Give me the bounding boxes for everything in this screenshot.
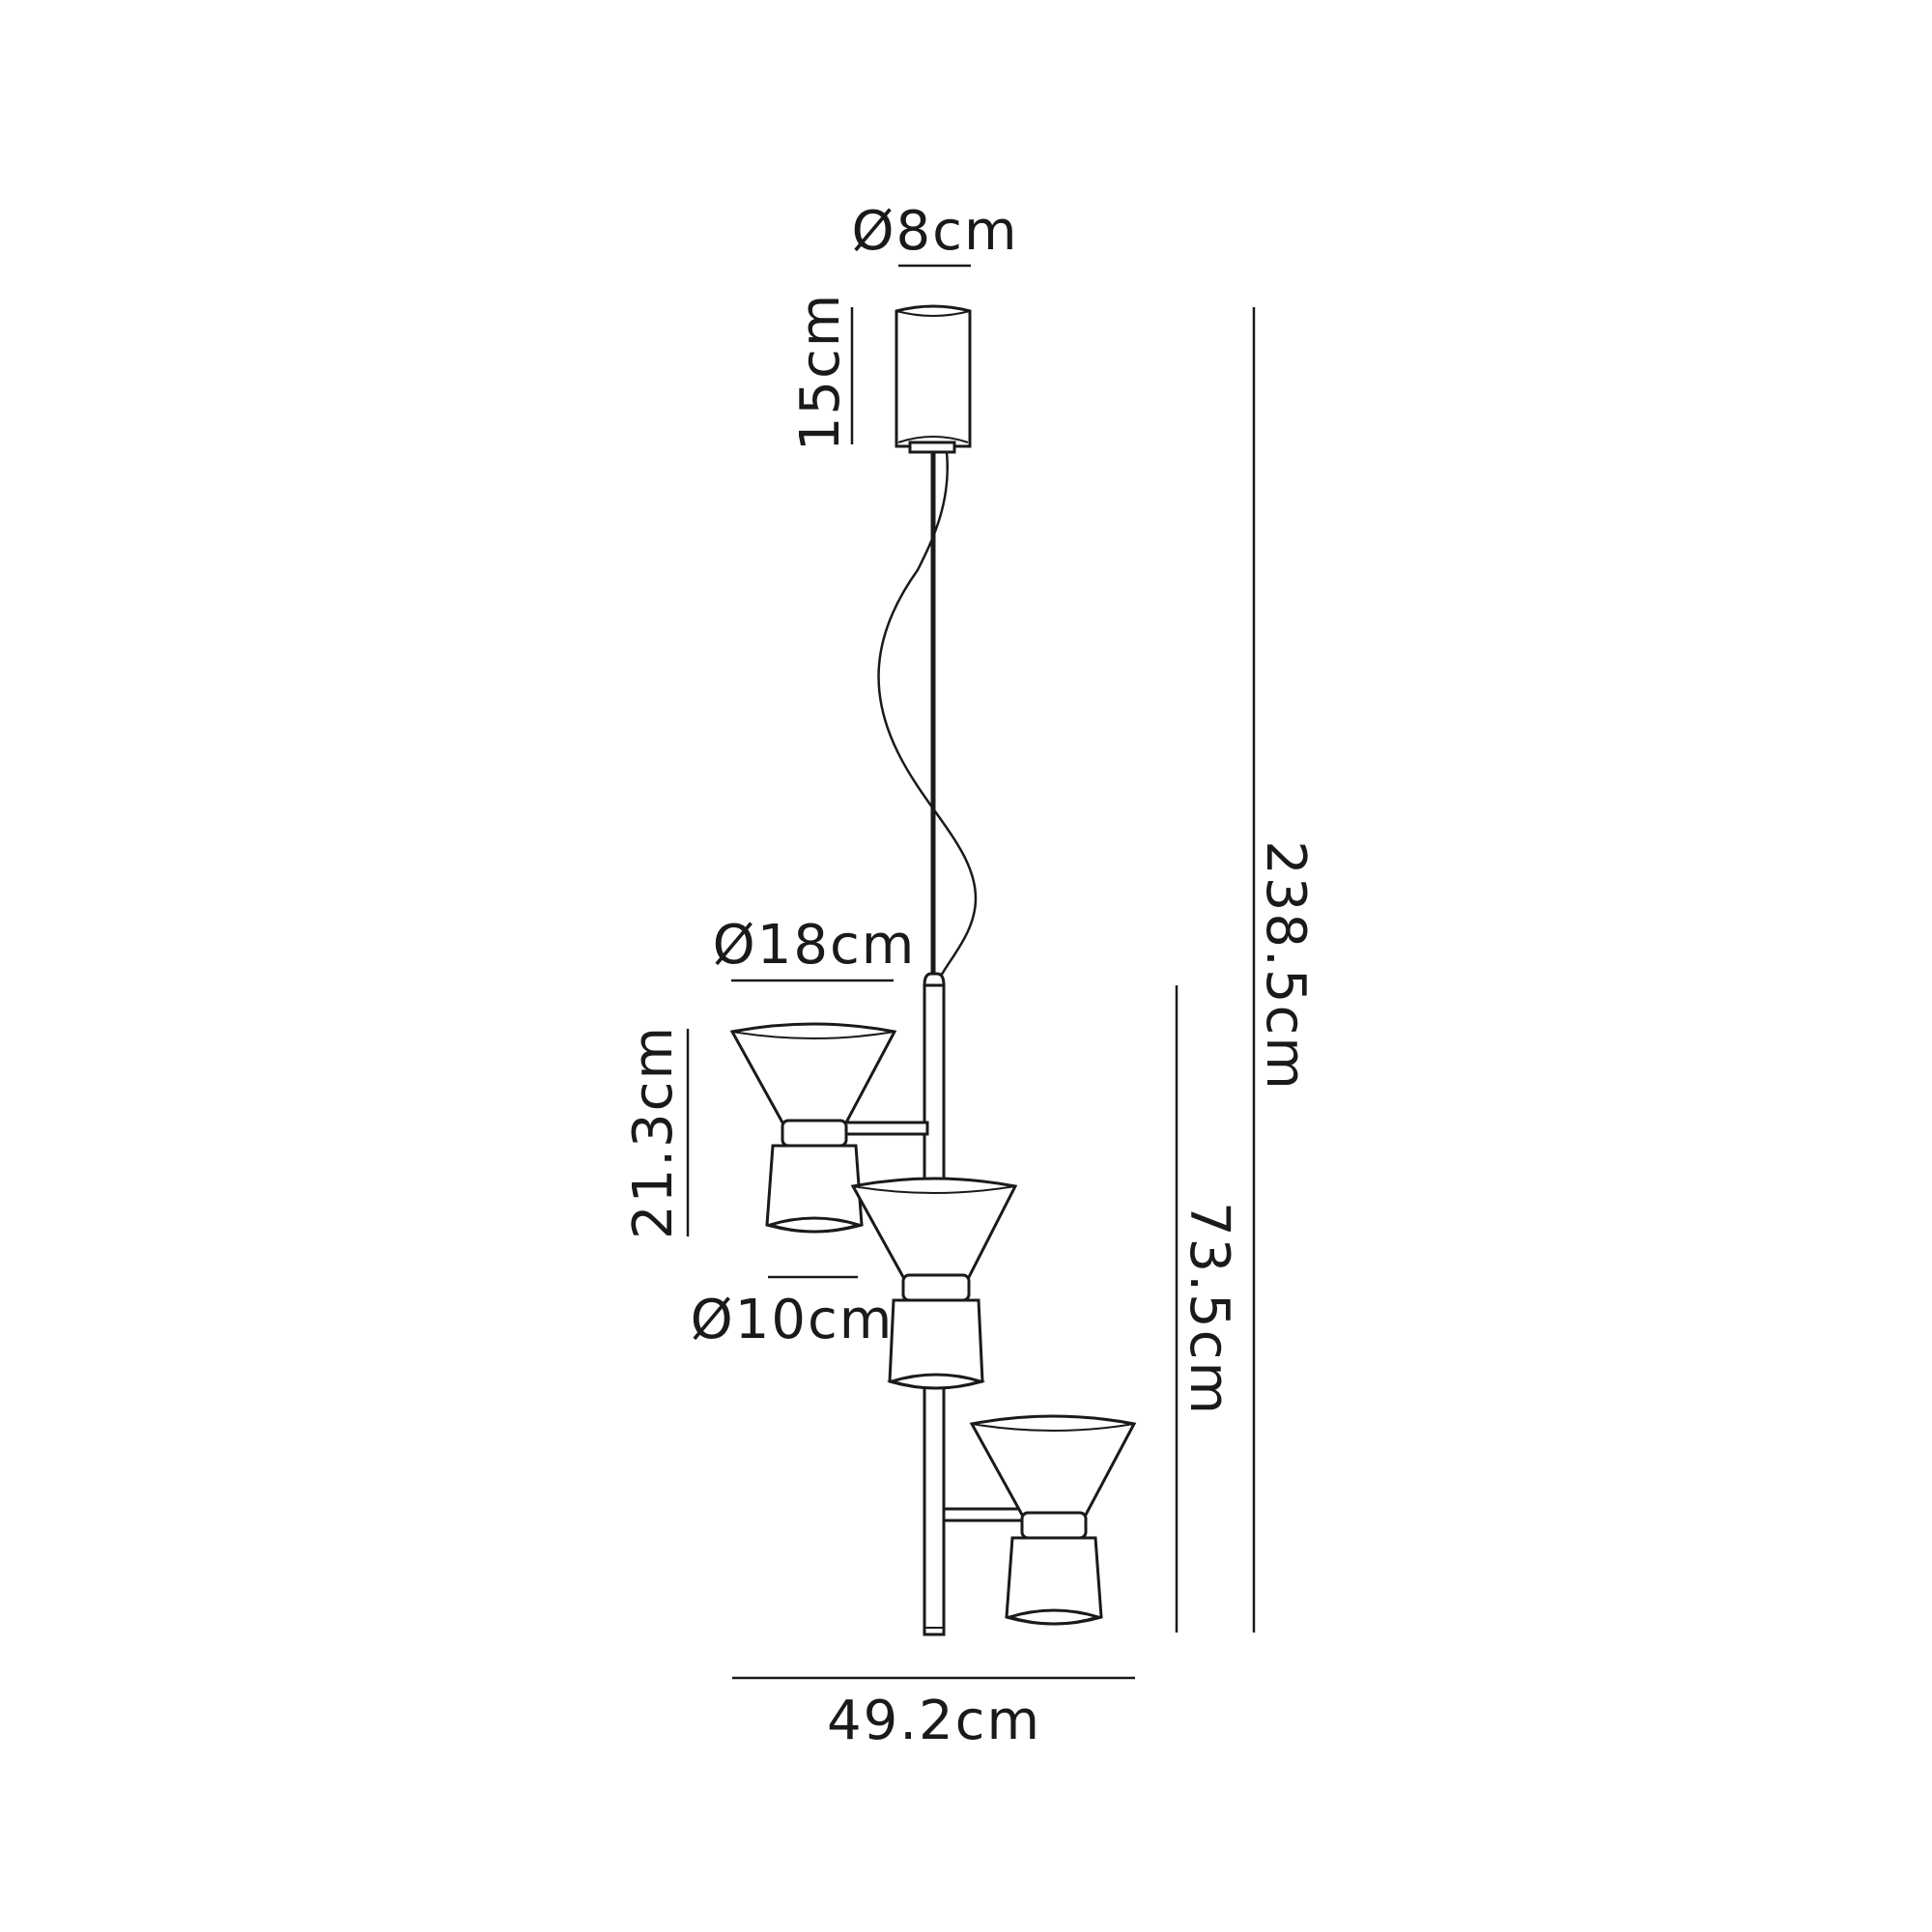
canopy-diameter-label: Ø8cm xyxy=(851,200,1018,263)
body-height-label: 73.5cm xyxy=(1178,1202,1240,1416)
lower-right-lamp-head xyxy=(942,1414,1137,1626)
shade-height-label: 21.3cm xyxy=(622,1025,685,1239)
overall-width-label: 49.2cm xyxy=(827,1690,1041,1752)
canopy-height-label: 15cm xyxy=(789,293,852,452)
overall-height-label: 238.5cm xyxy=(1254,840,1317,1092)
power-cable xyxy=(877,451,978,986)
upper-left-lamp-head xyxy=(729,1022,929,1234)
shade-diameter-label: Ø18cm xyxy=(713,914,917,977)
cup-diameter-label: Ø10cm xyxy=(691,1289,895,1351)
middle-lamp-head xyxy=(850,1177,1018,1390)
ceiling-canopy xyxy=(895,304,972,454)
